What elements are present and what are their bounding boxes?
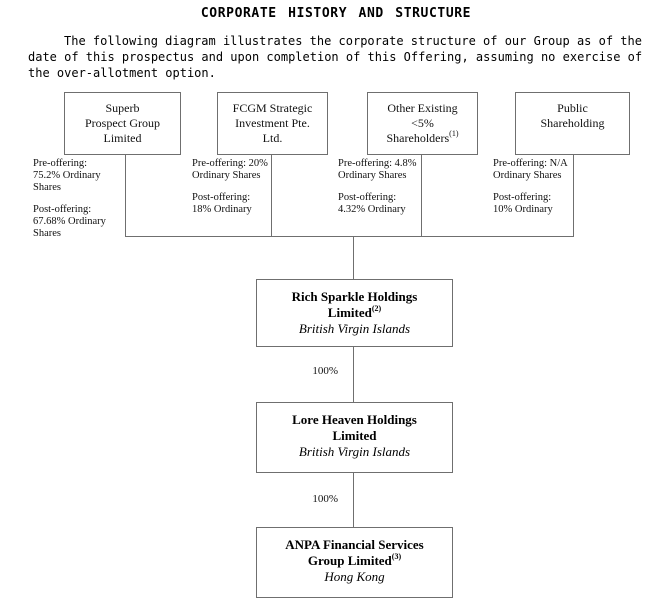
pre-offering-line: Pre-offering: 4.8% (338, 158, 417, 169)
box-name-line: Rich Sparkle Holdings (291, 289, 418, 304)
connector-drop-rich-sparkle (353, 236, 354, 279)
box-name-line: Lore Heaven Holdings (292, 412, 417, 427)
box-name-line: FCGM Strategic (232, 101, 313, 115)
holding-info-fcgm: Pre-offering: 20% Ordinary Shares Post-o… (192, 158, 268, 216)
ownership-percentage-label: 100% (312, 493, 338, 505)
subsidiary-box-anpa: ANPA Financial Services Group Limited(3)… (256, 527, 453, 598)
jurisdiction-label: Hong Kong (324, 569, 385, 584)
intro-paragraph: The following diagram illustrates the co… (28, 33, 648, 81)
box-name-line: ANPA Financial Services (285, 537, 424, 552)
post-offering-line: 67.68% Ordinary (33, 216, 106, 227)
intro-line: date of this prospectus and upon complet… (28, 50, 643, 64)
subsidiary-box-rich-sparkle: Rich Sparkle Holdings Limited(2) British… (256, 279, 453, 347)
pre-offering-line: Shares (33, 182, 61, 193)
box-name-line: Shareholding (540, 116, 605, 130)
pre-offering-line: Pre-offering: N/A (493, 158, 568, 169)
box-name-line: Shareholders(1) (386, 129, 459, 146)
connector-vertical-fcgm (271, 155, 272, 236)
connector-drop-anpa (353, 473, 354, 527)
post-offering-line: Post-offering: (33, 204, 92, 215)
post-offering-line: Post-offering: (493, 192, 552, 203)
page-title: CORPORATE HISTORY AND STRUCTURE (200, 6, 472, 21)
footnote-superscript: (3) (391, 551, 402, 561)
connector-drop-lore-heaven (353, 347, 354, 402)
pre-offering-line: Pre-offering: (33, 158, 88, 169)
shareholder-box-other-existing: Other Existing <5% Shareholders(1) (367, 92, 478, 155)
footnote-superscript: (2) (371, 303, 382, 313)
holding-info-other-existing: Pre-offering: 4.8% Ordinary Shares Post-… (338, 158, 417, 216)
box-name-line: Public (557, 101, 588, 115)
box-name-line: <5% (411, 116, 434, 130)
pre-offering-line: Ordinary Shares (338, 170, 407, 181)
shareholder-box-public: Public Shareholding (515, 92, 630, 155)
ownership-percentage-label: 100% (312, 365, 338, 377)
box-name-line: Group Limited(3) (307, 551, 402, 568)
connector-vertical-public (573, 155, 574, 236)
pre-offering-line: Pre-offering: 20% (192, 158, 268, 169)
pre-offering-line: Ordinary Shares (192, 170, 261, 181)
box-name-line: Other Existing (387, 101, 458, 115)
box-name-line: Superb (105, 101, 140, 115)
post-offering-line: Post-offering: (192, 192, 251, 203)
pre-offering-line: 75.2% Ordinary (33, 170, 101, 181)
pre-offering-line: Ordinary Shares (493, 170, 562, 181)
shareholder-box-fcgm: FCGM Strategic Investment Pte. Ltd. (217, 92, 328, 155)
connector-vertical-other (421, 155, 422, 236)
subsidiary-box-lore-heaven: Lore Heaven Holdings Limited British Vir… (256, 402, 453, 473)
post-offering-line: Post-offering: (338, 192, 397, 203)
footnote-superscript: (1) (449, 129, 459, 138)
connector-horizontal-bus (125, 236, 574, 237)
intro-line: the over-allotment option. (28, 66, 216, 80)
post-offering-line: 4.32% Ordinary (338, 204, 406, 215)
box-name-line: Investment Pte. (235, 116, 310, 130)
post-offering-line: 18% Ordinary (192, 204, 252, 215)
box-name-line: Ltd. (262, 131, 283, 145)
holding-info-public: Pre-offering: N/A Ordinary Shares Post-o… (493, 158, 568, 216)
intro-line: The following diagram illustrates the co… (64, 34, 642, 48)
box-name-line: Limited (332, 428, 377, 443)
connector-vertical-superb (125, 155, 126, 236)
post-offering-line: 10% Ordinary (493, 204, 553, 215)
box-name-line: Limited (103, 131, 142, 145)
box-name-line: Prospect Group (85, 116, 160, 130)
shareholder-box-superb-prospect: Superb Prospect Group Limited (64, 92, 181, 155)
jurisdiction-label: British Virgin Islands (298, 321, 411, 336)
jurisdiction-label: British Virgin Islands (298, 444, 411, 459)
holding-info-superb-prospect: Pre-offering: 75.2% Ordinary Shares Post… (33, 158, 106, 240)
post-offering-line: Shares (33, 228, 61, 239)
box-name-line: Limited(2) (327, 303, 382, 320)
